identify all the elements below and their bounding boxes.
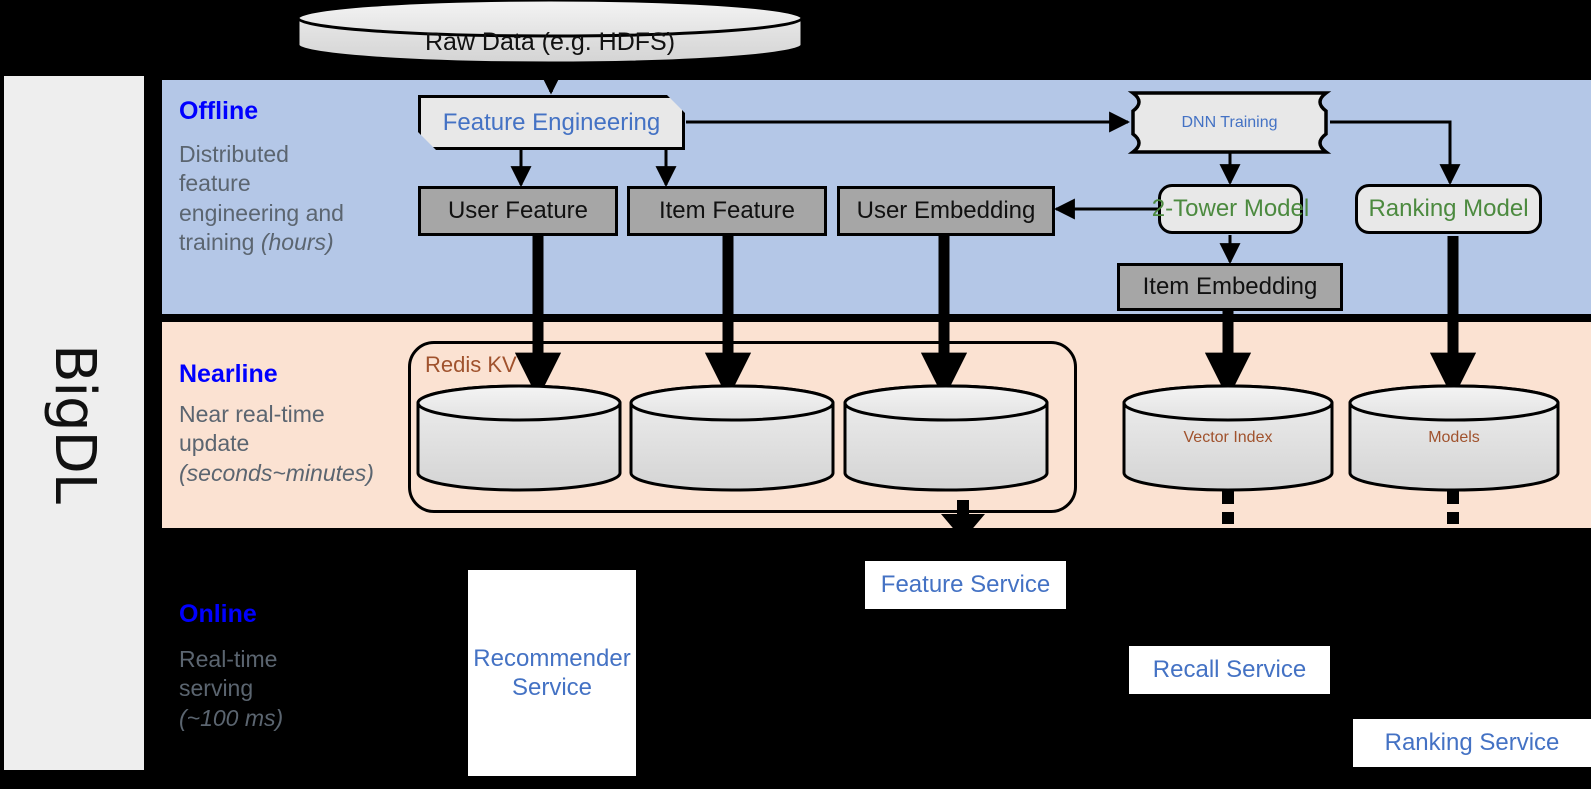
node-2-tower-model[interactable]: 2-Tower Model [1152,184,1309,234]
raw-data-label: Raw Data (e.g. HDFS) [424,27,676,56]
node-item-feature[interactable]: Item Feature [627,186,827,236]
item-feature-label: Item Feature [658,197,796,224]
node-feature-service[interactable]: Feature Service [865,561,1066,609]
node-recall-service[interactable]: Recall Service [1129,646,1330,694]
band-title-online: Online [179,600,257,628]
node-vector-index[interactable]: Vector Index [1124,403,1332,473]
node-user-embedding[interactable]: User Embedding [837,186,1055,236]
online-sub-l2: serving [179,675,254,702]
redis-kv-label: Redis KV [425,352,517,377]
node-raw-data[interactable]: Raw Data (e.g. HDFS) [298,20,802,64]
offline-sub-l4: training (hours) [179,229,334,256]
band-subtitle-nearline: Near real-time update (seconds~minutes) [179,400,429,488]
online-sub-italic: (~100 ms) [179,704,284,731]
band-subtitle-online: Real-time serving (~100 ms) [179,645,409,733]
feature-engineering-label: Feature Engineering [442,108,661,136]
band-subtitle-offline: Distributed feature engineering and trai… [179,140,409,258]
node-models[interactable]: Models [1350,403,1558,473]
user-feature-label: User Feature [447,197,589,224]
redis-kv-container[interactable] [408,341,1077,513]
bigdl-label: BigDL [41,343,107,503]
nearline-sub-l2: update [179,430,250,457]
recommender-service-label: Recommender Service [473,644,631,701]
vector-index-label: Vector Index [1183,429,1273,446]
online-sub-italic-wrap: (~100 ms) [179,704,409,733]
node-dnn-training[interactable]: DNN Training [1133,93,1326,152]
feature-service-label: Feature Service [880,571,1051,599]
node-user-feature[interactable]: User Feature [418,186,618,236]
dnn-training-label: DNN Training [1181,113,1278,131]
two-tower-model-label: 2-Tower Model [1151,195,1310,222]
node-feature-engineering[interactable]: Feature Engineering [418,95,685,150]
nearline-sub-l1: Near real-time [179,401,325,427]
ranking-model-label: Ranking Model [1368,195,1529,222]
band-title-nearline: Nearline [179,360,278,388]
recall-service-label: Recall Service [1152,656,1307,684]
offline-sub-l1: Distributed [179,141,289,167]
offline-sub-l3: engineering and [179,199,344,226]
offline-sub-italic: (hours) [260,229,334,256]
user-embedding-label: User Embedding [856,197,1036,224]
node-recommender-service[interactable]: Recommender Service [468,570,636,776]
online-sub-l1: Real-time [179,646,278,672]
node-ranking-model[interactable]: Ranking Model [1355,184,1542,234]
node-item-embedding[interactable]: Item Embedding [1117,263,1343,311]
node-ranking-service[interactable]: Ranking Service [1353,719,1591,767]
bigdl-sidebar: BigDL [4,76,144,770]
nearline-sub-italic: (seconds~minutes) [179,459,374,486]
models-label: Models [1428,429,1480,446]
item-embedding-label: Item Embedding [1142,273,1318,300]
nearline-sub-italic-wrap: (seconds~minutes) [179,459,429,488]
band-title-offline: Offline [179,97,259,125]
offline-sub-l2: feature [179,170,251,197]
ranking-service-label: Ranking Service [1384,729,1560,757]
